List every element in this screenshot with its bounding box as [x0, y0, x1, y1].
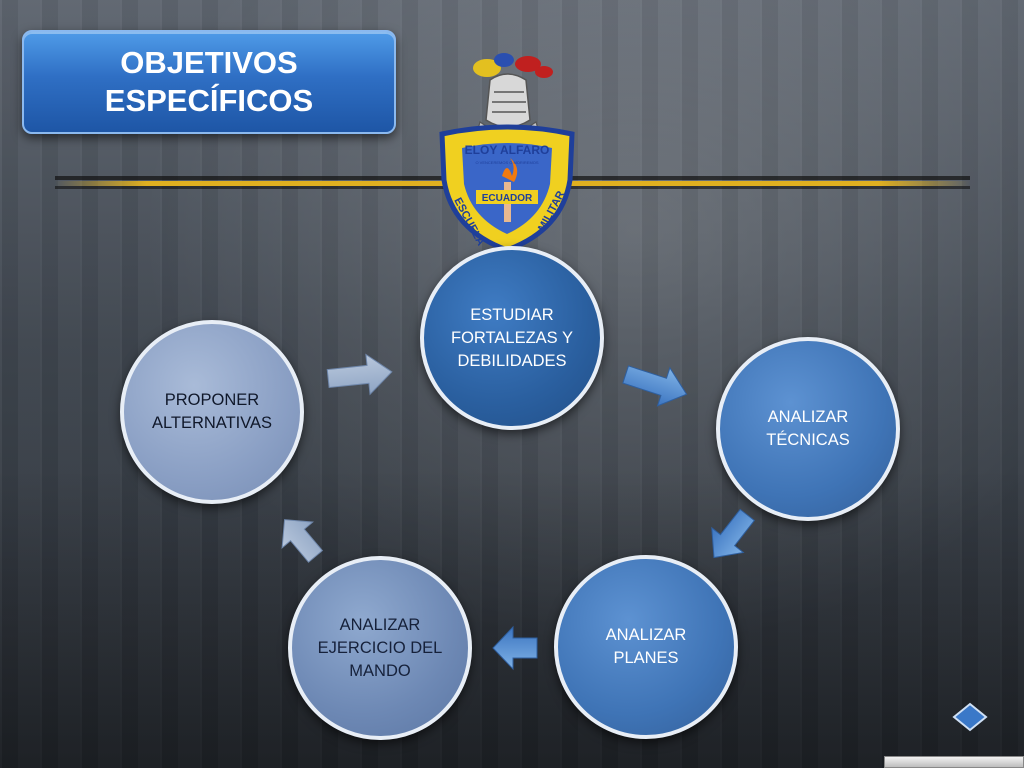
helmet-plumes [473, 53, 553, 78]
cycle-node-label: ESTUDIAR FORTALEZAS Y DEBILIDADES [451, 305, 573, 370]
arrow-mando-to-proponer [281, 519, 324, 563]
cycle-node-label: ANALIZAR EJERCICIO DEL MANDO [317, 615, 443, 680]
arrow-planes-to-mando [492, 625, 538, 671]
arrow-tecnicas-to-planes [711, 508, 756, 559]
cycle-node-mando: ANALIZAR EJERCICIO DEL MANDO [288, 556, 472, 740]
cycle-node-label: ANALIZAR TÉCNICAS [766, 408, 850, 449]
cycle-node-estudiar: ESTUDIAR FORTALEZAS Y DEBILIDADES [420, 246, 604, 430]
cycle-node-tecnicas: ANALIZAR TÉCNICAS [716, 337, 900, 521]
title-line-2: ESPECÍFICOS [104, 83, 314, 118]
crest-country: ECUADOR [482, 193, 533, 204]
next-slide-button[interactable] [952, 702, 988, 732]
background-shade [0, 468, 1024, 768]
cycle-node-label: PROPONER ALTERNATIVAS [151, 391, 273, 432]
cycle-node-planes: ANALIZAR PLANES [554, 555, 738, 739]
arrow-estudiar-to-tecnicas [622, 365, 688, 407]
diamond-icon [952, 702, 988, 732]
cycle-node-proponer: PROPONER ALTERNATIVAS [120, 320, 304, 504]
military-school-crest: ELOY ALFARO O VENCEREMOS O MORIREMOS ECU… [439, 53, 575, 253]
crest-motto: O VENCEREMOS O MORIREMOS [475, 160, 538, 165]
title-line-1: OBJETIVOS [120, 45, 298, 80]
arrow-proponer-to-estudiar [326, 353, 393, 396]
crest-top-text: ELOY ALFARO [465, 143, 550, 157]
slide-title: OBJETIVOS ESPECÍFICOS [22, 30, 396, 134]
cycle-node-label: ANALIZAR PLANES [605, 626, 687, 667]
slide-control-bar[interactable] [884, 756, 1024, 768]
